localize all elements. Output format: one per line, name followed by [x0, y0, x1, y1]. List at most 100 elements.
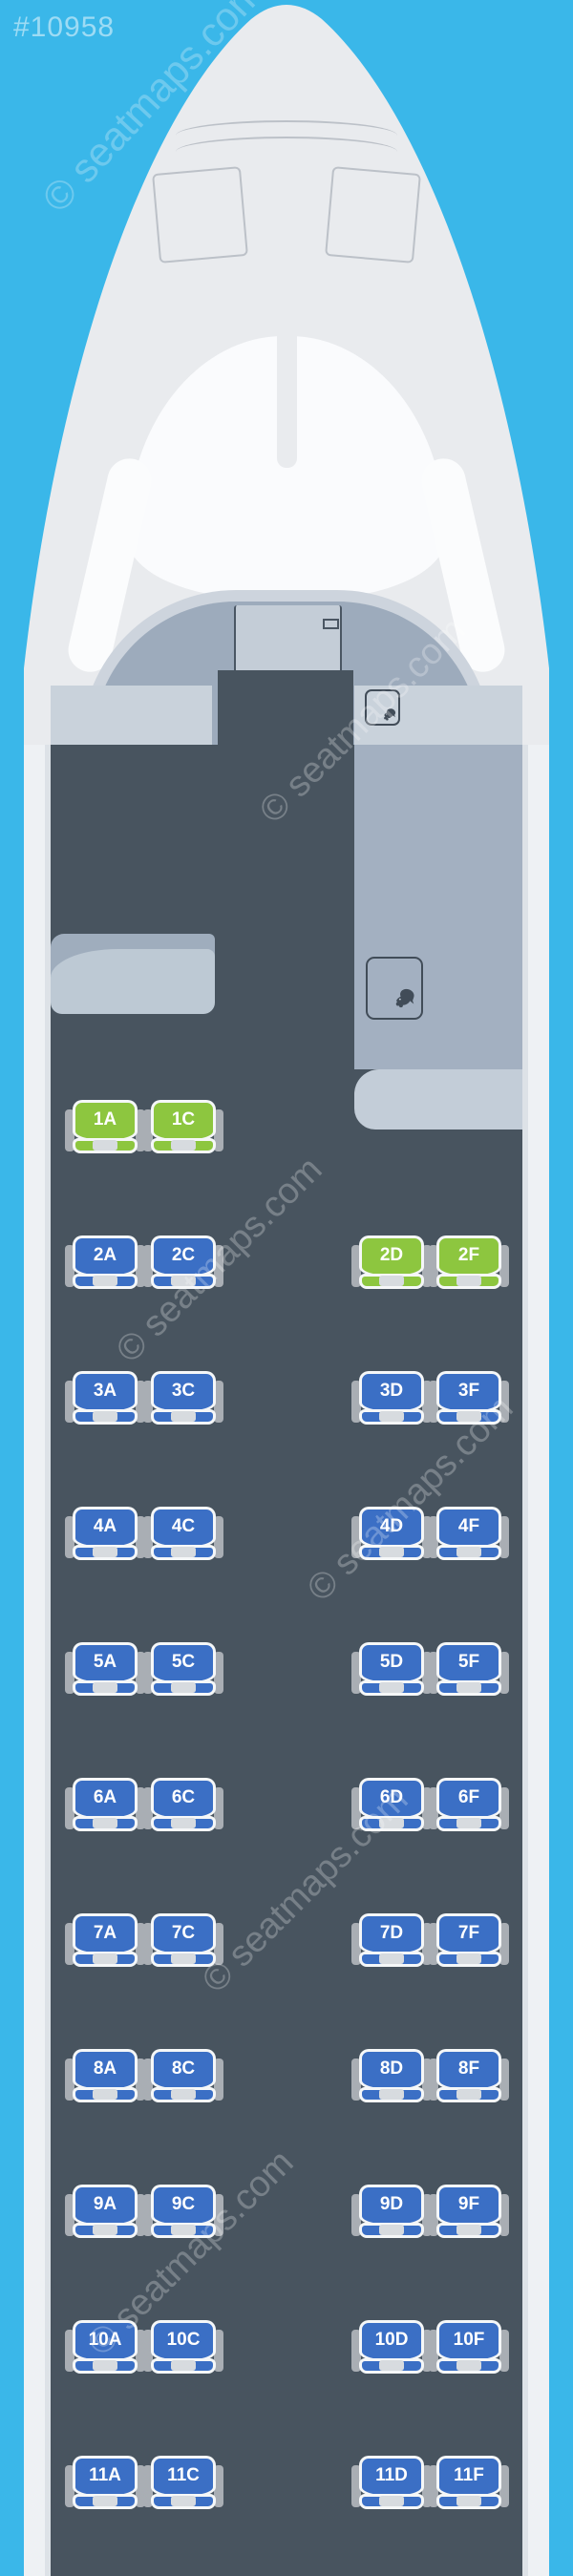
seat-label: 11F: [454, 2465, 484, 2485]
seat-back: [73, 1778, 138, 1821]
seat-armrest-left: [429, 1923, 438, 1965]
seat-armrest-left: [429, 1381, 438, 1423]
seat-2C[interactable]: 2C: [143, 1235, 223, 1289]
seat-armrest-left: [429, 1787, 438, 1829]
seat-9F[interactable]: 9F: [429, 2185, 509, 2238]
seat-armrest-left: [351, 2465, 361, 2507]
seat-6A[interactable]: 6A: [65, 1778, 145, 1831]
seat-2A[interactable]: 2A: [65, 1235, 145, 1289]
seat-label: 7D: [379, 1923, 404, 1943]
seat-11C[interactable]: 11C: [143, 2456, 223, 2509]
entry-vestibule-floor: [218, 670, 353, 747]
seat-headrest-tab: [93, 2225, 117, 2235]
seat-armrest-left: [429, 1516, 438, 1558]
seat-6F[interactable]: 6F: [429, 1778, 509, 1831]
seat-4D[interactable]: 4D: [351, 1507, 432, 1560]
seat-label: 3D: [379, 1381, 404, 1401]
seat-10A[interactable]: 10A: [65, 2320, 145, 2374]
seat-7F[interactable]: 7F: [429, 1913, 509, 1967]
seat-headrest-tab: [456, 1682, 481, 1693]
seat-label: 4D: [379, 1516, 404, 1536]
wardrobe-closet: [51, 934, 215, 1014]
seat-armrest-right: [499, 1245, 509, 1287]
seat-armrest-right: [422, 1652, 432, 1694]
seat-armrest-right: [214, 1652, 223, 1694]
seat-armrest-left: [143, 1245, 153, 1287]
seat-4A[interactable]: 4A: [65, 1507, 145, 1560]
seat-11F[interactable]: 11F: [429, 2456, 509, 2509]
seat-headrest-tab: [93, 2089, 117, 2100]
seat-back: [73, 1913, 138, 1956]
seat-3C[interactable]: 3C: [143, 1371, 223, 1425]
seat-armrest-right: [136, 1652, 145, 1694]
seat-5A[interactable]: 5A: [65, 1642, 145, 1696]
seat-headrest-tab: [456, 1276, 481, 1286]
seat-4F[interactable]: 4F: [429, 1507, 509, 1560]
seat-headrest-tab: [93, 1276, 117, 1286]
seat-label: 6A: [93, 1787, 117, 1807]
seat-armrest-right: [499, 2194, 509, 2236]
seat-3D[interactable]: 3D: [351, 1371, 432, 1425]
seat-6D[interactable]: 6D: [351, 1778, 432, 1831]
seat-8F[interactable]: 8F: [429, 2049, 509, 2102]
seat-back: [151, 2185, 216, 2228]
seat-8A[interactable]: 8A: [65, 2049, 145, 2102]
seat-label: 10A: [88, 2330, 122, 2350]
seat-11D[interactable]: 11D: [351, 2456, 432, 2509]
seat-label: 6C: [171, 1787, 196, 1807]
forward-galley-shelf: [354, 1069, 522, 1130]
seat-headrest-tab: [456, 1953, 481, 1964]
seat-back: [73, 2456, 138, 2499]
seat-armrest-right: [422, 2465, 432, 2507]
seat-3F[interactable]: 3F: [429, 1371, 509, 1425]
seat-10F[interactable]: 10F: [429, 2320, 509, 2374]
seat-armrest-right: [136, 2465, 145, 2507]
seat-armrest-right: [136, 1516, 145, 1558]
seat-9A[interactable]: 9A: [65, 2185, 145, 2238]
seat-7D[interactable]: 7D: [351, 1913, 432, 1967]
seat-label: 3F: [457, 1381, 480, 1401]
seat-armrest-right: [422, 1923, 432, 1965]
seat-label: 2C: [171, 1245, 196, 1265]
seat-2F[interactable]: 2F: [429, 1235, 509, 1289]
seat-3A[interactable]: 3A: [65, 1371, 145, 1425]
seat-headrest-tab: [171, 1411, 196, 1422]
seat-armrest-left: [143, 2330, 153, 2372]
seat-8C[interactable]: 8C: [143, 2049, 223, 2102]
wardrobe-closet-body: [51, 949, 215, 1014]
cockpit-door-handle-icon: [323, 619, 339, 629]
seat-armrest-right: [136, 1245, 145, 1287]
seat-back: [73, 1100, 138, 1143]
seat-label: 3A: [93, 1381, 117, 1401]
seat-9C[interactable]: 9C: [143, 2185, 223, 2238]
seat-armrest-left: [65, 2330, 74, 2372]
seat-armrest-left: [429, 1245, 438, 1287]
seat-5C[interactable]: 5C: [143, 1642, 223, 1696]
seat-headrest-tab: [171, 2360, 196, 2371]
galley-meal-placard-large: [366, 957, 423, 1020]
seat-4C[interactable]: 4C: [143, 1507, 223, 1560]
seat-10D[interactable]: 10D: [351, 2320, 432, 2374]
seat-7C[interactable]: 7C: [143, 1913, 223, 1967]
seat-headrest-tab: [379, 2360, 404, 2371]
seat-label: 8A: [93, 2059, 117, 2079]
seat-5F[interactable]: 5F: [429, 1642, 509, 1696]
seat-7A[interactable]: 7A: [65, 1913, 145, 1967]
seat-10C[interactable]: 10C: [143, 2320, 223, 2374]
seat-label: 9A: [93, 2194, 117, 2214]
seat-headrest-tab: [171, 2089, 196, 2100]
seat-8D[interactable]: 8D: [351, 2049, 432, 2102]
seat-1C[interactable]: 1C: [143, 1100, 223, 1153]
seat-armrest-right: [214, 1245, 223, 1287]
seat-11A[interactable]: 11A: [65, 2456, 145, 2509]
seat-6C[interactable]: 6C: [143, 1778, 223, 1831]
seat-5D[interactable]: 5D: [351, 1642, 432, 1696]
seat-label: 7C: [171, 1923, 196, 1943]
seat-armrest-left: [143, 2465, 153, 2507]
seat-armrest-left: [429, 2059, 438, 2101]
seat-9D[interactable]: 9D: [351, 2185, 432, 2238]
seat-headrest-tab: [171, 1682, 196, 1693]
seat-1A[interactable]: 1A: [65, 1100, 145, 1153]
forward-galley-block: [354, 745, 522, 1069]
seat-2D[interactable]: 2D: [351, 1235, 432, 1289]
